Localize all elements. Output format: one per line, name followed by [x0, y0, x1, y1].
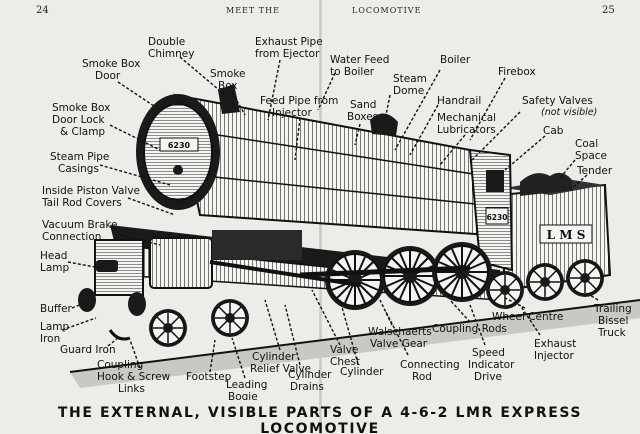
cylinder — [149, 230, 302, 289]
running-head-right: LOCOMOTIVE — [352, 6, 422, 15]
label-coupling-rods: Coupling Rods — [432, 323, 507, 335]
smokebox: 6230 — [136, 94, 220, 210]
steam-dome — [370, 113, 398, 136]
smokebox-number: 6230 — [168, 141, 191, 150]
figure-caption: THE EXTERNAL, VISIBLE PARTS OF A 4-6-2 L… — [57, 405, 583, 434]
leader-lines — [61, 56, 599, 379]
locomotive-diagram: L M S 6230 6230 — [40, 36, 640, 400]
track — [69, 299, 640, 388]
label-guard-iron: Guard Iron — [60, 344, 116, 356]
buffer-beam — [78, 239, 146, 341]
cab: 6230 — [468, 148, 514, 272]
label-wheel-centre: Wheel Centre — [492, 311, 563, 323]
label-cylinder: Cylinder — [340, 366, 384, 378]
page-number-right: 25 — [602, 5, 615, 16]
label-cab: Cab — [543, 125, 564, 137]
label-handrail: Handrail — [437, 95, 481, 107]
cab-number: 6230 — [487, 213, 508, 222]
chimney — [218, 84, 240, 114]
page-number-left: 24 — [36, 5, 49, 16]
label-safety-valves: Safety Valves — [522, 95, 593, 107]
label-buffer: Buffer — [40, 303, 73, 315]
running-head-left: MEET THE — [226, 6, 280, 15]
driving-wheels — [324, 241, 493, 311]
label-tender: Tender — [576, 165, 613, 177]
label-not-visible: (not visible) — [541, 107, 597, 118]
label-firebox: Firebox — [498, 66, 536, 78]
coupling-rod — [209, 260, 471, 287]
trailing-wheel — [485, 270, 525, 310]
label-boiler: Boiler — [440, 54, 471, 66]
tender-lettering: L M S — [547, 228, 586, 242]
bogie-wheels — [148, 298, 250, 348]
label-footstep: Footstep — [186, 371, 232, 383]
